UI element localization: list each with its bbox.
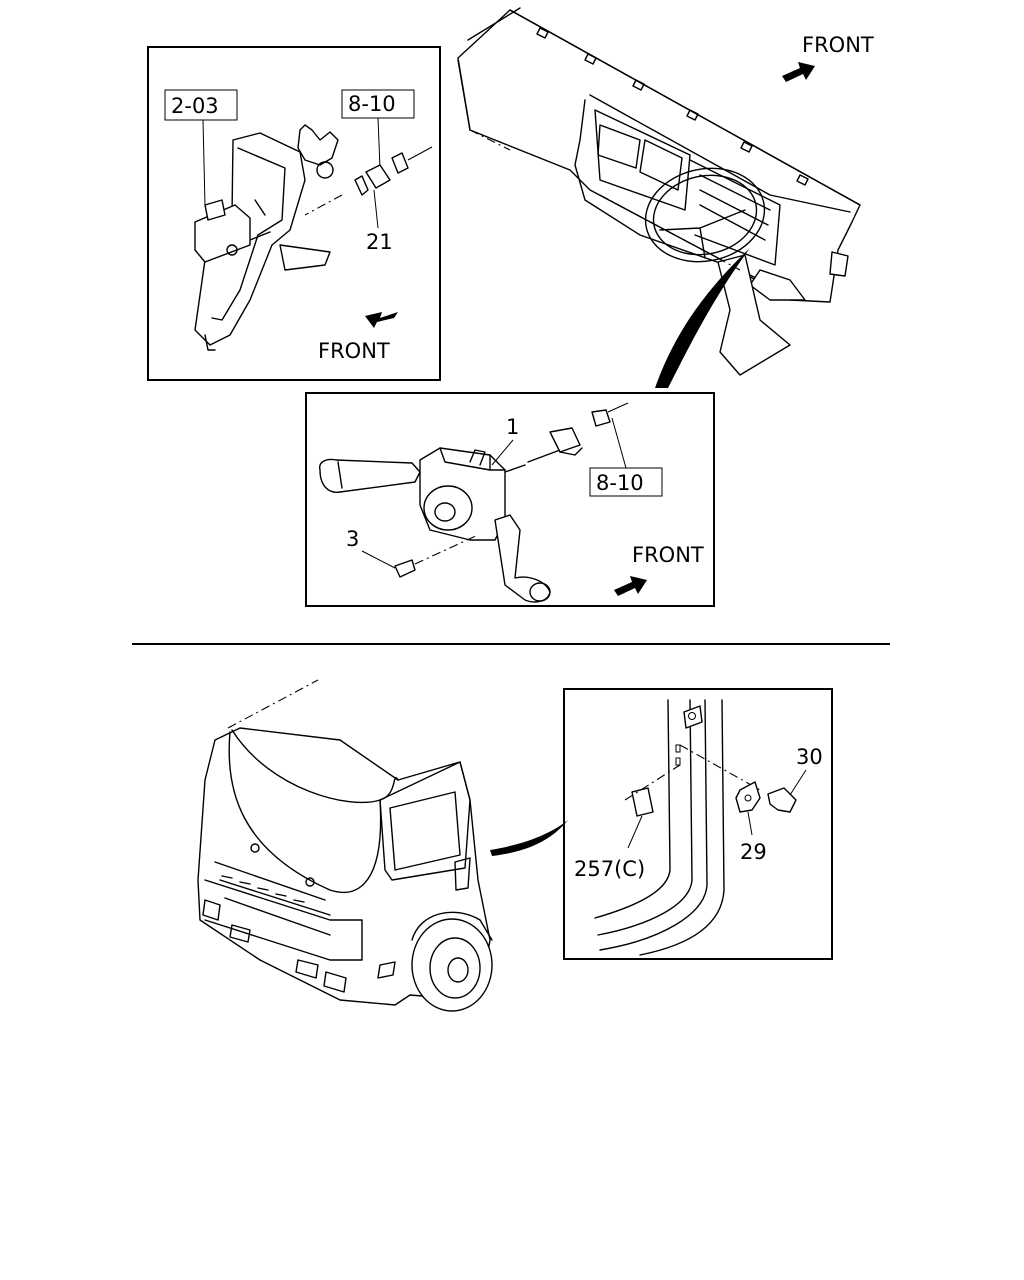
front-arrow-icon [782,62,815,82]
ref-label-8-10-top: 8-10 [348,92,396,116]
pedal-panel: 2-03 8-10 21 FRONT [147,46,441,381]
ref-label-8-10-mid: 8-10 [596,471,644,495]
part-label-21: 21 [366,230,393,254]
dashboard-illustration: FRONT [457,7,874,388]
front-arrow-icon [365,312,398,328]
front-arrow-icon [614,576,647,596]
switch-panel: 1 8-10 3 FRONT [305,392,715,607]
part-label-3: 3 [346,527,359,551]
door-panel: 257(C) 29 30 [563,688,833,960]
part-label-30: 30 [796,745,823,769]
part-label-257c: 257(C) [574,857,645,881]
part-label-1: 1 [506,415,519,439]
front-label-dash: FRONT [802,33,874,57]
front-label-pedal: FRONT [318,339,390,363]
ref-label-2-03: 2-03 [171,94,219,118]
part-label-29: 29 [740,840,767,864]
front-label-switch: FRONT [632,543,704,567]
truck-cab-illustration [197,679,568,1012]
